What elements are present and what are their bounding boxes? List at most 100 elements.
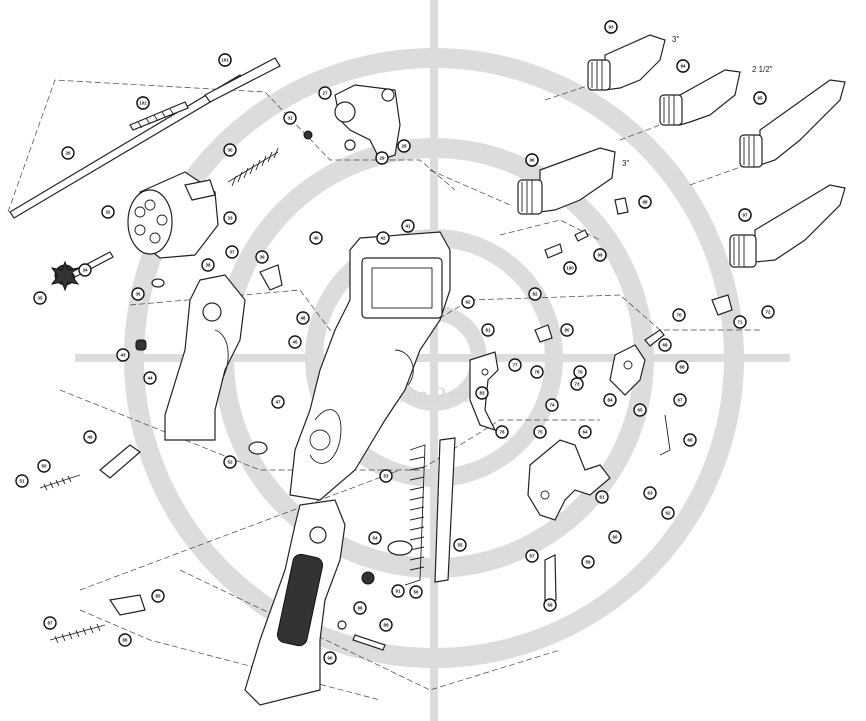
callout-circle: [525, 549, 539, 563]
callout-circle: [409, 585, 423, 599]
callout-number: 72: [765, 310, 771, 315]
callout-number: 82: [532, 292, 538, 297]
callout-number: 38: [205, 263, 211, 268]
callout-circle: [761, 305, 775, 319]
callout-circle: [733, 315, 747, 329]
callout-circle: [78, 263, 92, 277]
callout-number: 34: [82, 268, 88, 273]
callout-circle: [136, 96, 150, 110]
callout-number: 55: [457, 543, 463, 548]
callout-number: 83: [479, 391, 485, 396]
callout-number: 79: [577, 370, 583, 375]
callout-48: 48: [296, 311, 310, 325]
barrel-length-label-2: 2 1/2": [752, 65, 773, 74]
callout-number: 91: [395, 589, 401, 594]
callout-number: 44: [147, 376, 153, 381]
callout-number: 53: [383, 474, 389, 479]
callout-100: 100: [563, 261, 577, 275]
revolver-frame: [289, 231, 451, 501]
callout-60: 60: [608, 530, 622, 544]
callout-number: 97: [742, 213, 748, 218]
spring-upper: [227, 147, 279, 187]
callout-circle: [475, 386, 489, 400]
callout-41: 41: [401, 219, 415, 233]
callout-number: 70: [676, 313, 682, 318]
callout-number: 80: [564, 328, 570, 333]
callout-circle: [143, 371, 157, 385]
barrel-3: [739, 79, 846, 168]
grip-panel-left: [164, 274, 246, 441]
callout-number: 33: [227, 216, 233, 221]
callout-circle: [15, 474, 29, 488]
callout-circle: [255, 250, 269, 264]
callout-circle: [131, 287, 145, 301]
callout-90: 90: [323, 651, 337, 665]
callout-number: 68: [679, 365, 685, 370]
callout-circle: [288, 335, 302, 349]
callout-number: 61: [599, 495, 605, 500]
callout-37: 37: [225, 245, 239, 259]
callout-number: 27: [322, 91, 328, 96]
callout-number: 29: [379, 156, 385, 161]
callout-number: 69: [662, 343, 668, 348]
callout-62: 62: [661, 506, 675, 520]
watermark-target: [75, 0, 790, 721]
callout-number: 32: [105, 210, 111, 215]
callout-circle: [525, 153, 539, 167]
callout-number: 77: [512, 363, 518, 368]
callout-43: 43: [116, 348, 130, 362]
callout-38: 38: [201, 258, 215, 272]
barrel-1: [587, 34, 666, 91]
callout-32: 32: [101, 205, 115, 219]
callout-number: 54: [372, 536, 378, 541]
callout-77: 77: [508, 358, 522, 372]
callout-52: 52: [223, 455, 237, 469]
callout-86: 86: [118, 633, 132, 647]
callout-circle: [118, 633, 132, 647]
callout-number: 74: [549, 403, 555, 408]
callout-number: 37: [229, 250, 235, 255]
callout-63: 63: [643, 486, 657, 500]
callout-number: 36: [135, 292, 141, 297]
callout-82: 82: [528, 287, 542, 301]
callout-circle: [223, 143, 237, 157]
callout-circle: [391, 584, 405, 598]
cylinder: [127, 171, 219, 259]
callout-number: 76: [499, 430, 505, 435]
callout-89: 89: [379, 618, 393, 632]
callout-circle: [633, 403, 647, 417]
callout-59: 59: [581, 555, 595, 569]
callout-circle: [570, 377, 584, 391]
callout-number: 26: [65, 151, 71, 156]
callout-83: 83: [475, 386, 489, 400]
callout-circle: [461, 295, 475, 309]
callout-92: 92: [461, 295, 475, 309]
callout-number: 64: [582, 430, 588, 435]
callout-circle: [673, 393, 687, 407]
callout-number: 60: [612, 535, 618, 540]
callout-number: 41: [405, 224, 411, 229]
callout-number: 31: [287, 116, 293, 121]
callout-circle: [533, 425, 547, 439]
callout-31: 31: [283, 111, 297, 125]
callout-number: 86: [122, 638, 128, 643]
callout-73: 73: [570, 377, 584, 391]
callout-circle: [116, 348, 130, 362]
callout-64: 64: [578, 425, 592, 439]
callout-circle: [61, 146, 75, 160]
callout-circle: [376, 231, 390, 245]
callout-75: 75: [533, 425, 547, 439]
callout-80: 80: [560, 323, 574, 337]
callout-circle: [508, 358, 522, 372]
callout-number: 81: [485, 328, 491, 333]
callout-number: 28: [401, 144, 407, 149]
callout-circle: [375, 151, 389, 165]
callout-number: 56: [413, 590, 419, 595]
grip-panel-right: [244, 499, 386, 706]
callout-61: 61: [595, 490, 609, 504]
barrel-length-label-1: 3": [672, 35, 679, 44]
callout-circle: [560, 323, 574, 337]
callout-number: 93: [608, 25, 614, 30]
callout-28: 28: [397, 139, 411, 153]
callout-circle: [608, 530, 622, 544]
